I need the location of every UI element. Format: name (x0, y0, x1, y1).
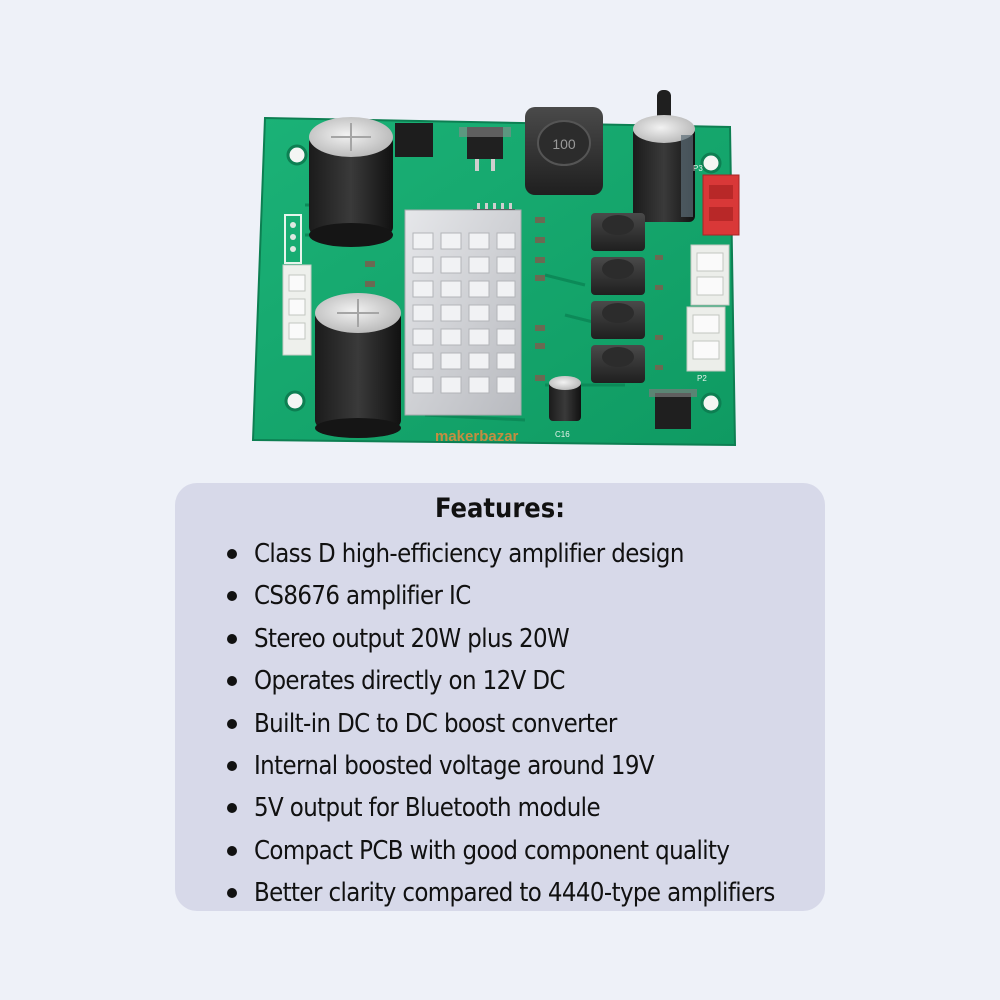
heatsink (404, 209, 522, 416)
features-title: Features: (435, 493, 565, 524)
feature-text: Built-in DC to DC boost converter (254, 708, 617, 739)
feature-item: Built-in DC to DC boost converter (227, 703, 825, 745)
capacitor-small: C16 (549, 376, 581, 439)
capacitor-large-top (309, 117, 393, 247)
connector-label-p3: P3 (693, 164, 703, 173)
feature-text: 5V output for Bluetooth module (254, 793, 601, 824)
feature-text: Better clarity compared to 4440-type amp… (254, 878, 775, 909)
smd-components (365, 217, 663, 381)
left-connector (282, 264, 312, 356)
feature-item: Class D high-efficiency amplifier design (227, 533, 825, 575)
amplifier-board-image: 100 (251, 90, 740, 447)
bullet-icon (227, 676, 237, 687)
feature-item: Compact PCB with good component quality (227, 830, 825, 872)
feature-text: CS8676 amplifier IC (254, 581, 471, 612)
feature-item: Better clarity compared to 4440-type amp… (227, 872, 825, 914)
speaker-connector-bottom (686, 306, 726, 372)
bullet-icon (227, 845, 237, 856)
bullet-icon (227, 803, 237, 814)
power-connector-red (702, 174, 740, 236)
bullet-icon (227, 591, 237, 602)
feature-item: Internal boosted voltage around 19V (227, 745, 825, 787)
capacitor-label: C16 (555, 430, 570, 439)
feature-item: Operates directly on 12V DC (227, 660, 825, 702)
speaker-connector-top (690, 244, 730, 306)
capacitor-right (633, 115, 695, 222)
connector-label-p2: P2 (697, 374, 707, 383)
regulator-chips (395, 123, 511, 171)
bottom-regulator (649, 389, 697, 429)
feature-text: Operates directly on 12V DC (254, 666, 565, 697)
boost-inductor: 100 (525, 107, 603, 195)
bullet-icon (227, 760, 237, 771)
features-list: Class D high-efficiency amplifier design… (175, 533, 825, 915)
capacitor-large-bottom (315, 293, 401, 438)
output-inductors (591, 213, 645, 383)
bullet-icon (227, 633, 237, 644)
feature-item: Stereo output 20W plus 20W (227, 618, 825, 660)
bullet-icon (227, 718, 237, 729)
bullet-icon (227, 549, 237, 559)
brand-watermark: makerbazar (435, 428, 519, 445)
feature-item: 5V output for Bluetooth module (227, 787, 825, 829)
feature-text: Internal boosted voltage around 19V (254, 750, 655, 781)
inductor-marking: 100 (552, 136, 576, 152)
feature-text: Class D high-efficiency amplifier design (254, 539, 684, 569)
features-card: Features: Class D high-efficiency amplif… (175, 483, 825, 911)
feature-text: Compact PCB with good component quality (254, 835, 730, 866)
feature-text: Stereo output 20W plus 20W (254, 623, 570, 654)
bullet-icon (227, 888, 237, 899)
feature-item: CS8676 amplifier IC (227, 575, 825, 617)
